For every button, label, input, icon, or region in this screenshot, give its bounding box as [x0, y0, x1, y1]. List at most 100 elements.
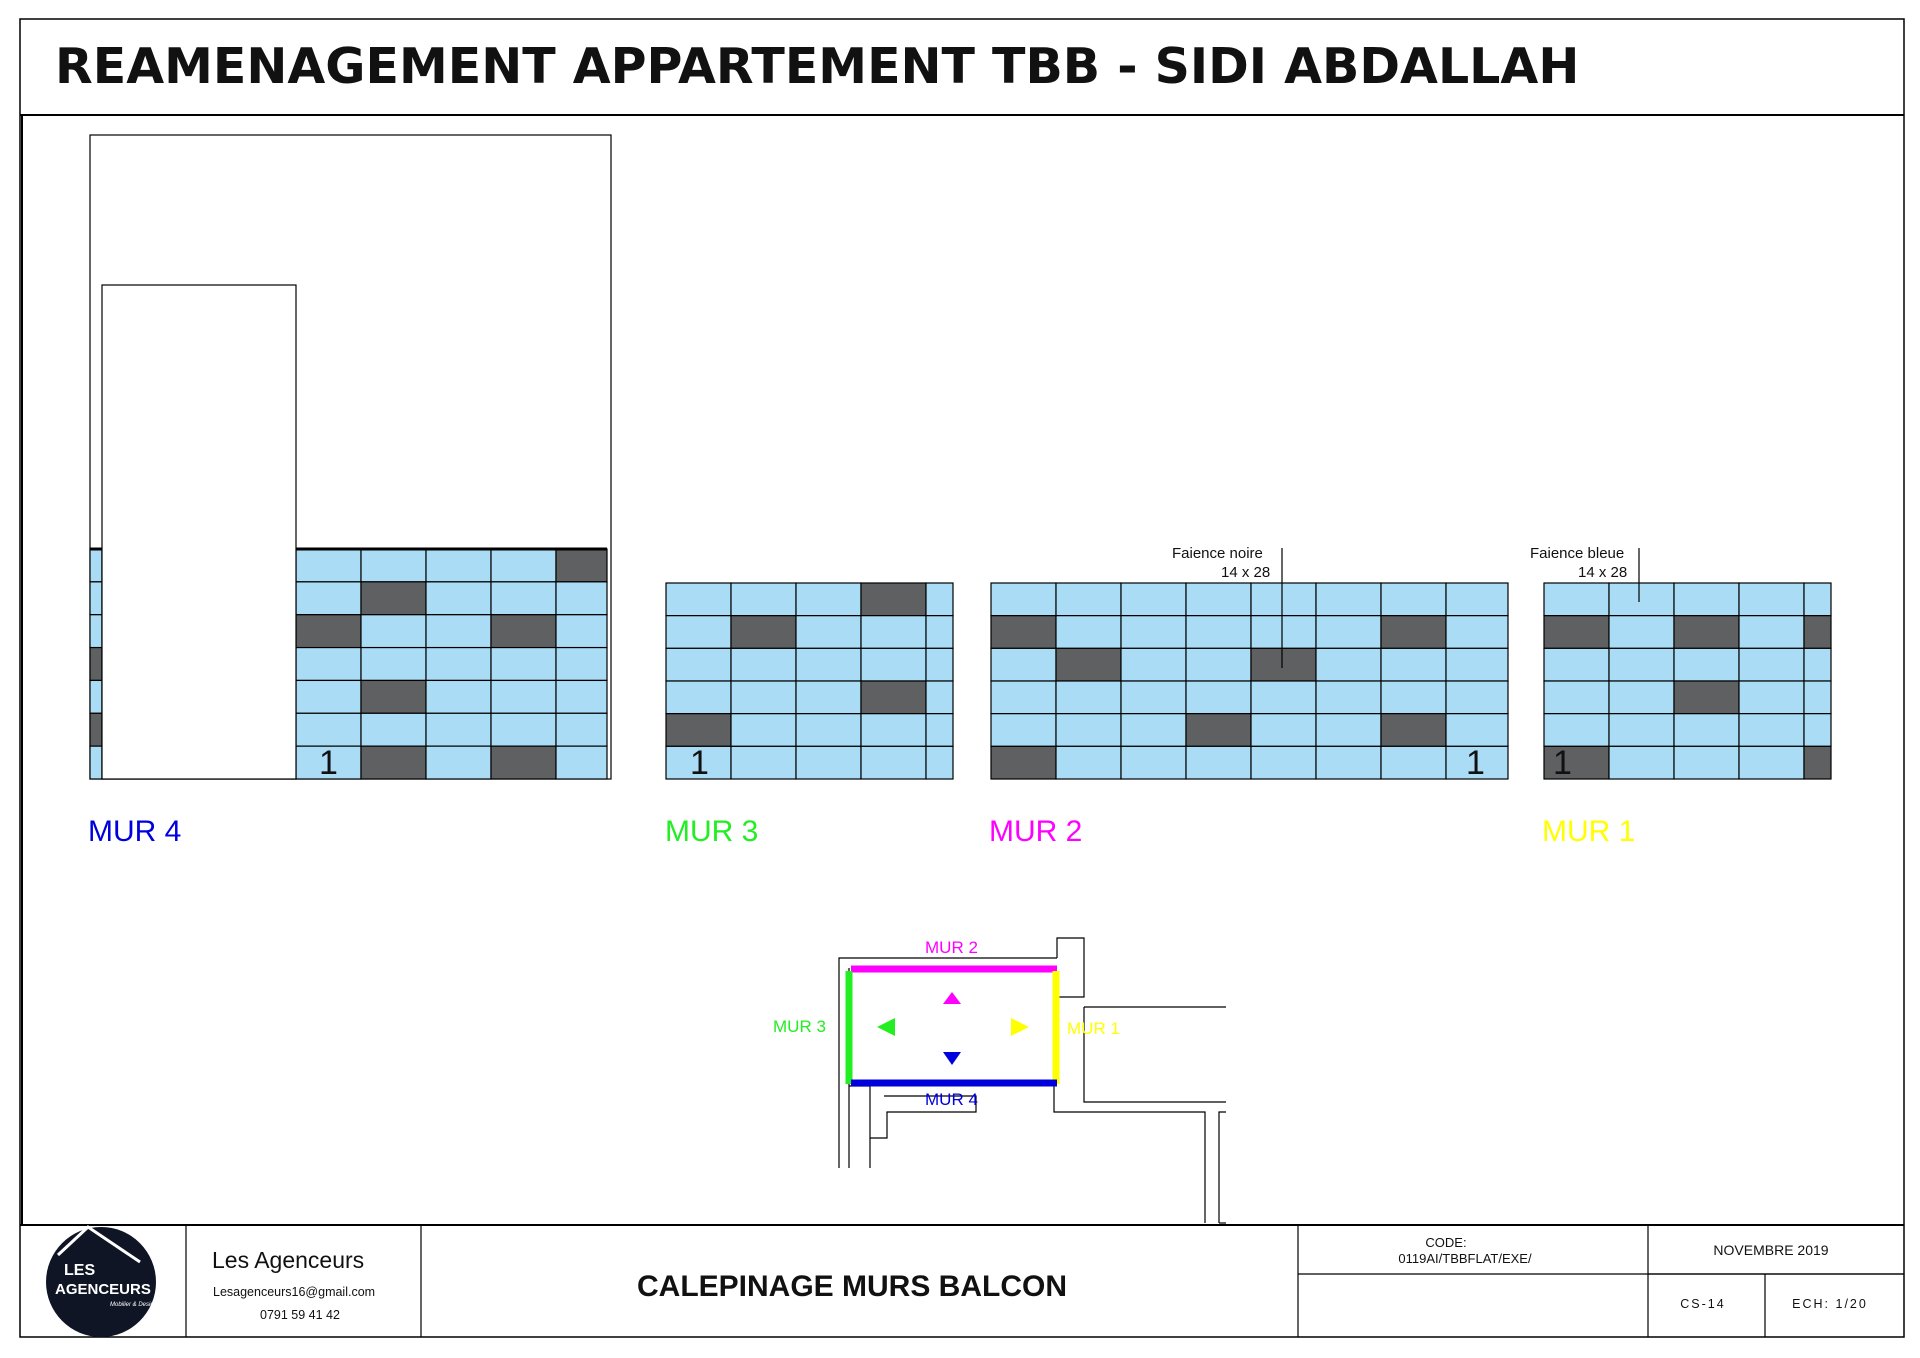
mur4-tile: [555, 581, 608, 616]
mur4-tile: [490, 745, 557, 780]
mur2-tile: [1445, 680, 1509, 715]
mur2-tile: [1445, 713, 1509, 747]
mur4-tile: [425, 548, 492, 583]
mur4-tile: [360, 614, 427, 649]
title-block: LES AGENCEURS Mobilier & Design Les Agen…: [20, 1224, 1904, 1337]
company-phone: 0791 59 41 42: [260, 1308, 340, 1322]
mur1-tile: [1803, 745, 1832, 780]
mur4-tile: [89, 745, 103, 780]
mur4-tile: [89, 712, 103, 747]
mur2-tile: [1120, 615, 1187, 649]
mur2-tile: [1185, 615, 1252, 649]
mur4-tile: [425, 614, 492, 649]
logo-tagline: Mobilier & Design: [110, 1302, 158, 1308]
mur4-tile: [89, 614, 103, 649]
mur2-tile: [1380, 647, 1447, 682]
mur1-tile: [1673, 745, 1740, 780]
mur3-tile: [665, 713, 732, 747]
mur2-tile: [1315, 615, 1382, 649]
mur1-tile: [1543, 647, 1610, 682]
sheet-number: CS-14: [1680, 1297, 1725, 1311]
mur2-tile: [1055, 745, 1122, 780]
mur2-tile: [1250, 615, 1317, 649]
mur1-tile: [1738, 615, 1805, 649]
mur2-tile: [1445, 745, 1509, 780]
mur4-tile: [360, 679, 427, 714]
mur2-tile: [1120, 680, 1187, 715]
mur1-tile: [1803, 582, 1832, 617]
mur2-tile: [1315, 582, 1382, 617]
plan-walls: [838, 937, 1226, 1224]
mur1-tile: [1738, 647, 1805, 682]
mur2-tile: [990, 647, 1057, 682]
mur1-tile: [1543, 680, 1610, 715]
mur3-tile: [795, 713, 862, 747]
mur2-tile: [1185, 680, 1252, 715]
mur3-tile: [925, 582, 954, 617]
mur3-tile: [795, 582, 862, 617]
mur3-tile: [795, 647, 862, 682]
mur4-tile: [490, 614, 557, 649]
mur3-tile: [795, 745, 862, 780]
mur2-elevation: 1 MUR 2 Faience noire 14 x 28: [989, 545, 1509, 848]
mur1-tile: [1673, 680, 1740, 715]
mur1-tile: [1738, 582, 1805, 617]
mur2-label: MUR 2: [989, 815, 1082, 848]
mur1-tile: [1608, 615, 1675, 649]
mur1-start-number: 1: [1553, 744, 1572, 782]
mur3-tile: [860, 745, 927, 780]
mur4-tile: [555, 712, 608, 747]
mur3-tile: [925, 615, 954, 649]
mur2-start-number: 1: [1466, 744, 1485, 782]
key-plan: MUR 2 MUR 3 MUR 1 MUR 4: [773, 937, 1226, 1224]
mur2-tile: [1185, 647, 1252, 682]
mur4-label: MUR 4: [88, 815, 181, 848]
mur1-label: MUR 1: [1542, 815, 1635, 848]
logo-text-line2: AGENCEURS: [55, 1281, 151, 1298]
mur4-tile: [425, 712, 492, 747]
mur3-tile: [730, 745, 797, 780]
mur1-tile: [1608, 647, 1675, 682]
mur3-tile: [860, 680, 927, 715]
mur1-tile: [1543, 615, 1610, 649]
mur1-tile: [1803, 647, 1832, 682]
mur2-tile: [1380, 745, 1447, 780]
mur1-tile: [1673, 582, 1740, 617]
mur4-tile: [89, 679, 103, 714]
mur2-tile: [1250, 647, 1317, 682]
mur1-tile-grid: [1543, 582, 1832, 780]
mur4-tile: [555, 679, 608, 714]
mur4-tile: [295, 548, 362, 583]
sheet-border: [19, 18, 1905, 1338]
mur2-tile: [1120, 582, 1187, 617]
mur2-tile: [1055, 713, 1122, 747]
mur3-tile: [925, 745, 954, 780]
mur1-elevation: 1 MUR 1 Faience bleue 14 x 28: [1530, 545, 1832, 848]
mur4-tile: [295, 646, 362, 682]
mur2-tile: [1315, 713, 1382, 747]
mur4-tile: [425, 745, 492, 780]
mur1-tile: [1608, 745, 1675, 780]
mur3-tile: [665, 582, 732, 617]
mur4-tile: [555, 646, 608, 682]
plan-arrow-mur1: [1011, 1018, 1029, 1036]
mur2-tile: [1445, 582, 1509, 617]
logo-text-line1: LES: [64, 1262, 95, 1279]
mur3-tile: [860, 647, 927, 682]
faience-noire-size: 14 x 28: [1221, 564, 1270, 581]
plan-arrow-mur2: [943, 992, 961, 1004]
mur4-tile: [360, 712, 427, 747]
mur1-tile: [1608, 582, 1675, 617]
plan-mur2-label: MUR 2: [925, 938, 978, 957]
mur2-tile: [1315, 680, 1382, 715]
mur1-tile: [1738, 680, 1805, 715]
mur2-tile: [990, 582, 1057, 617]
mur3-tile: [665, 647, 732, 682]
mur1-tile: [1673, 713, 1740, 747]
code-label: CODE:: [1425, 1235, 1466, 1250]
faience-bleue-size: 14 x 28: [1578, 564, 1627, 581]
mur3-label: MUR 3: [665, 815, 758, 848]
mur1-tile: [1803, 713, 1832, 747]
mur1-tile: [1608, 680, 1675, 715]
